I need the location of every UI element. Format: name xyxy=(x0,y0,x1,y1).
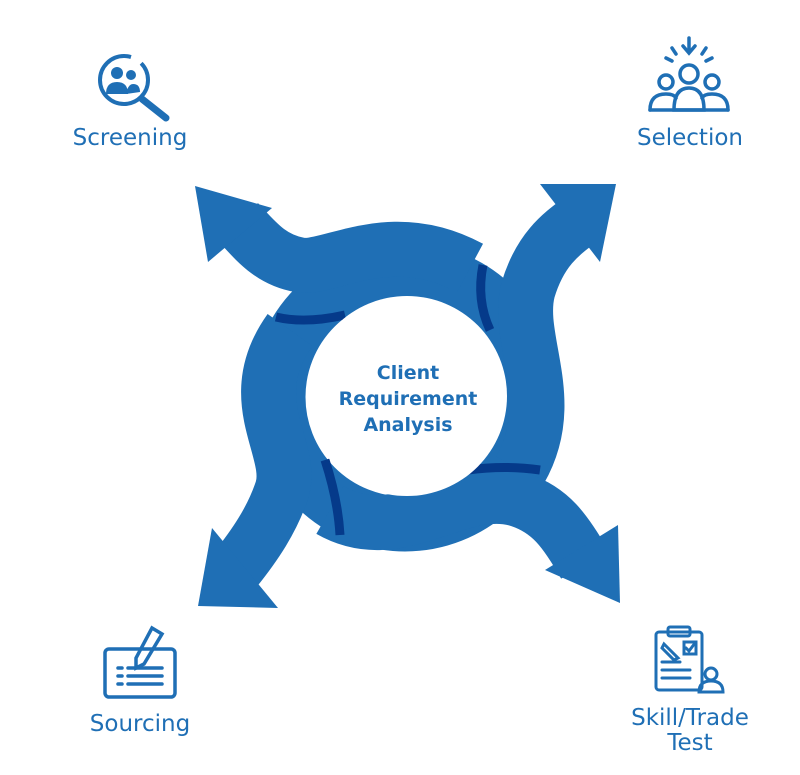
step-label-selection: Selection xyxy=(637,125,743,151)
step-label-skill-trade-test: Skill/Trade Test xyxy=(600,706,780,756)
arrow-shaft-skill-test xyxy=(316,468,609,579)
arrow-shaft-screening xyxy=(217,203,484,293)
label-line: Test xyxy=(667,730,713,756)
arrowhead-sourcing xyxy=(198,528,278,608)
step-label-screening: Screening xyxy=(72,125,188,151)
overlap-shade xyxy=(476,264,495,332)
arrowhead-skill-test xyxy=(545,525,620,603)
clipboard-test-icon xyxy=(654,625,725,694)
arrow-shaft-sourcing xyxy=(213,314,314,588)
overlap-shade xyxy=(467,463,541,475)
arrowhead-screening xyxy=(195,186,272,262)
overlap-shade xyxy=(274,310,346,325)
center-line: Analysis xyxy=(363,414,453,436)
group-selection-icon xyxy=(648,36,730,112)
overlap-shade xyxy=(320,458,345,536)
people-search-icon xyxy=(98,54,170,122)
center-line: Client xyxy=(376,362,440,384)
arrowhead-selection xyxy=(540,184,616,262)
label-line: Skill/Trade xyxy=(631,705,749,731)
center-circle xyxy=(307,296,507,496)
arrow-shaft-selection xyxy=(495,198,597,484)
card-pen-icon xyxy=(103,625,177,699)
center-title: Client Requirement Analysis xyxy=(318,360,498,438)
center-line: Requirement xyxy=(338,388,478,410)
step-label-sourcing: Sourcing xyxy=(89,711,191,737)
